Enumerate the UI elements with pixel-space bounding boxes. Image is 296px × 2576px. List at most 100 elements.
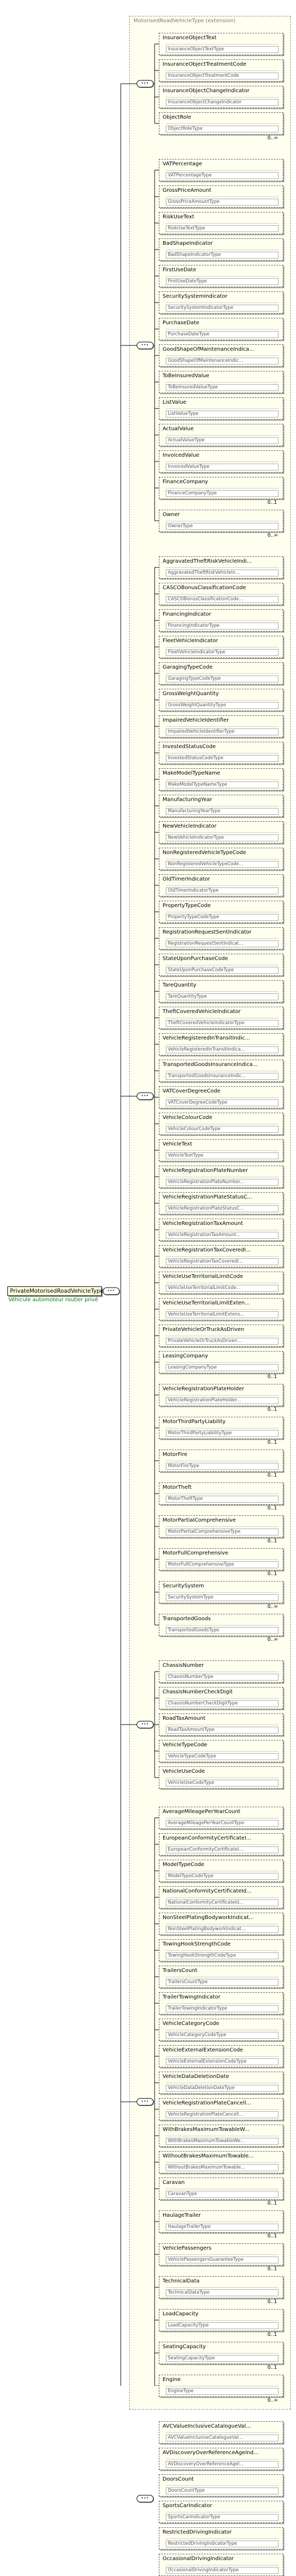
root-element-box[interactable]: PrivateMotorisedRoadVehicleType (7, 1286, 103, 1296)
schema-element[interactable]: WithBrakesMaximumTowableW...WithBrakesMa… (159, 2125, 283, 2147)
sequence-compositor[interactable]: ··· (137, 1092, 154, 1100)
schema-element[interactable]: WithoutBrakesMaximumTowable...WithoutBra… (159, 2151, 283, 2173)
sequence-compositor[interactable]: ··· (137, 80, 154, 87)
schema-element[interactable]: VehicleRegistrationTaxCoveredI...Vehicle… (159, 1245, 283, 1267)
element-name: VehicleRegistrationTaxCoveredI... (163, 1247, 251, 1253)
schema-element[interactable]: NonSteelPlatingBodyworkIndicat...NonStee… (159, 1913, 283, 1935)
schema-element[interactable]: TransportedGoodsInsuranceIndica...Transp… (159, 1060, 283, 1082)
schema-element[interactable]: VehicleRegistrationPlateCancell...Vehicl… (159, 2098, 283, 2120)
sequence-compositor[interactable]: ··· (137, 1721, 154, 1728)
schema-element[interactable]: VehicleRegisteredInTransitIndic...Vehicl… (159, 1033, 283, 1055)
schema-element[interactable]: AggravatedTheftRiskVehicleIndi...Aggrava… (159, 556, 283, 579)
sequence-compositor[interactable]: ··· (103, 1287, 120, 1295)
schema-element[interactable]: VehicleUseTerritorialLimitExten...Vehicl… (159, 1298, 283, 1320)
schema-element[interactable]: VehicleRegistrationPlateStatusC...Vehicl… (159, 1192, 283, 1214)
schema-element[interactable]: NationalConformityCertificateId...Nation… (159, 1886, 283, 1908)
sequence-compositor[interactable]: ··· (137, 2098, 154, 2106)
schema-element[interactable]: GoodShapeOfMaintenanceIndica...GoodShape… (159, 344, 283, 367)
sequence-compositor[interactable]: ··· (137, 342, 154, 349)
schema-element[interactable]: AVDiscoveryOverReferenceAgeInd...AVDisco… (159, 2448, 283, 2470)
schema-element[interactable]: AVCValueInclusiveCatalogueVal...AVCValue… (159, 2421, 283, 2444)
element-type: GaragingTypeCodeType (166, 676, 279, 682)
sequence-compositor[interactable]: ··· (137, 2495, 154, 2502)
schema-element[interactable]: EuropeanConformityCertificateI...Europea… (159, 1833, 283, 1855)
element-name: VehicleText (163, 1141, 192, 1147)
